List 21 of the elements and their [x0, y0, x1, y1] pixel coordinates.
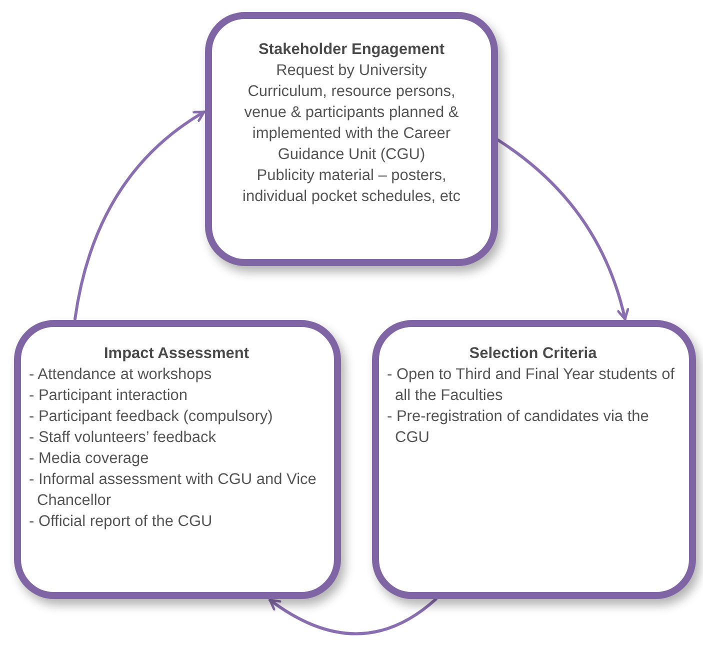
list-item: - Participant feedback (compulsory)	[29, 407, 274, 427]
list-item: - Pre-registration of candidates via the CGU	[387, 407, 650, 448]
process-box	[14, 320, 341, 599]
box-heading: Impact Assessment	[102, 344, 250, 364]
process-box	[205, 12, 498, 266]
list-item: - Participant interaction	[29, 386, 189, 406]
list-item: - Informal assessment with CGU and Vice Chancellor	[29, 470, 318, 511]
list-item: - Staff volunteers’ feedback	[29, 428, 217, 448]
curved-arrow	[74, 110, 206, 320]
box-heading: Stakeholder Engagement	[257, 40, 446, 60]
box-text: Curriculum, resource persons, venue & participants planned & implemented with the Career Guidance Unit (CGU)	[243, 82, 460, 165]
box-text: Request by University	[275, 61, 428, 81]
process-box	[372, 320, 696, 599]
curved-arrow	[496, 138, 629, 320]
list-item: - Official report of the CGU	[29, 512, 214, 532]
list-item: - Attendance at workshops	[29, 365, 213, 385]
list-item: - Open to Third and Final Year students of all the Faculties	[387, 365, 676, 406]
box-heading: Selection Criteria	[468, 344, 598, 364]
list-item: - Media coverage	[29, 449, 150, 469]
box-text: Publicity material – posters, individual pocket schedules, etc	[242, 166, 462, 207]
curved-arrow	[268, 598, 438, 636]
